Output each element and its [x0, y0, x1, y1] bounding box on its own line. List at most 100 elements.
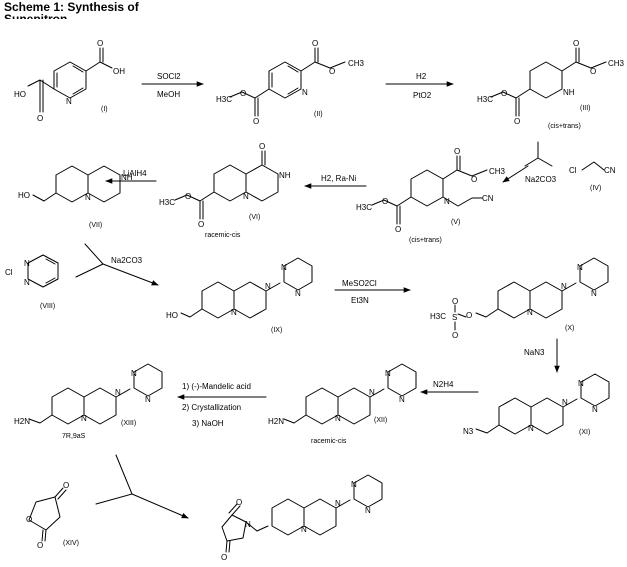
- atom-label: O: [253, 117, 259, 126]
- stereo-note: racemic-cis: [311, 438, 347, 445]
- atom-label: H2N: [14, 417, 30, 426]
- atom-label: N: [66, 97, 72, 106]
- reagent: 2) Crystallization: [182, 403, 241, 412]
- atom-label: O: [240, 89, 246, 98]
- reagent: NaN3: [524, 348, 545, 357]
- compound-XI: N N N N N3 (XI): [463, 373, 610, 436]
- reagent: H2, Ra-Ni: [321, 174, 356, 183]
- reagent: Na2CO3: [111, 256, 143, 265]
- reaction-step-9: N2H4: [420, 380, 479, 395]
- atom-label: O: [590, 67, 596, 76]
- atom-label: N: [243, 192, 249, 201]
- atom-label: N: [85, 193, 91, 202]
- stereo-note: (cis+trans): [409, 237, 442, 244]
- atom-label: O: [97, 39, 103, 48]
- atom-label: O: [329, 67, 335, 76]
- scheme-title: Scheme 1: Synthesis of Sunepitron: [4, 1, 139, 19]
- atom-label: HO: [166, 311, 178, 320]
- atom-label: N: [578, 379, 584, 388]
- atom-label: CN: [604, 166, 616, 175]
- atom-label: N3: [463, 427, 474, 436]
- compound-I: HO OH O O N (I): [14, 39, 125, 123]
- reaction-step-1: SOCl2 MeOH: [141, 72, 204, 99]
- compound-label: (X): [565, 325, 574, 332]
- atom-label: O: [236, 498, 242, 507]
- atom-label: N: [369, 388, 375, 397]
- atom-label: N: [365, 506, 371, 515]
- reagent: LiAlH4: [123, 169, 147, 178]
- compound-X: N N N N H3C S O O O (X): [430, 257, 609, 340]
- compound-label: (VIII): [40, 303, 55, 310]
- atom-label: NH: [279, 171, 291, 180]
- atom-label: N: [24, 259, 30, 268]
- atom-label: O: [63, 481, 69, 490]
- compound-sunepitron: O O N N N N N: [221, 474, 383, 562]
- reaction-step-8: NaN3: [524, 338, 560, 373]
- atom-label: N: [281, 263, 287, 272]
- compound-III: O O CH3 NH H3C O O (III) (cis+trans): [477, 39, 625, 130]
- atom-label: H2N: [268, 417, 284, 426]
- atom-label: N: [81, 414, 87, 423]
- atom-label: H3C: [356, 203, 372, 212]
- atom-label: H3C: [430, 312, 446, 321]
- compound-label: (XIII): [121, 420, 136, 427]
- reaction-step-2: H2 PtO2: [385, 72, 454, 100]
- atom-label: N: [562, 398, 568, 407]
- atom-label: N: [385, 369, 391, 378]
- compound-IX: N N N N HO (IX): [166, 257, 313, 334]
- reagent: PtO2: [413, 91, 432, 100]
- atom-label: OH: [113, 67, 125, 76]
- atom-label: O: [198, 220, 204, 229]
- atom-label: O: [221, 553, 227, 562]
- atom-label: N: [527, 308, 533, 317]
- compound-XIII: N N N N H2N (XIII) 7R,9aS: [14, 363, 163, 440]
- atom-label: N: [351, 480, 357, 489]
- stereo-note: 7R,9aS: [62, 433, 86, 440]
- reaction-step-5: LiAlH4: [105, 169, 157, 184]
- reagent: 1) (-)-Mandelic acid: [182, 382, 251, 391]
- atom-label: N: [444, 197, 450, 206]
- compound-XIV: O O O (XIV): [26, 481, 79, 550]
- atom-label: HO: [14, 90, 26, 99]
- atom-label: H3C: [159, 198, 175, 207]
- compound-label: (VI): [249, 214, 260, 221]
- atom-label: S: [452, 313, 457, 322]
- atom-label: HO: [18, 191, 30, 200]
- atom-label: N: [528, 424, 534, 433]
- atom-label: O: [37, 541, 43, 550]
- atom-label: N: [145, 395, 151, 404]
- atom-label: CH3: [489, 167, 506, 176]
- compound-VII: NH N HO (VII): [18, 165, 133, 229]
- atom-label: N: [302, 88, 308, 97]
- atom-label: O: [454, 147, 460, 156]
- atom-label: O: [395, 225, 401, 234]
- atom-label: O: [514, 117, 520, 126]
- reaction-step-11: [95, 454, 189, 519]
- atom-label: N: [115, 388, 121, 397]
- atom-label: O: [452, 331, 458, 340]
- atom-label: NH: [563, 88, 575, 97]
- atom-label: O: [471, 175, 477, 184]
- compound-label: (XII): [374, 417, 387, 424]
- atom-label: N: [592, 405, 598, 414]
- compound-label: (VII): [89, 222, 102, 229]
- compound-label: (XI): [579, 429, 590, 436]
- atom-label: CN: [482, 194, 494, 203]
- atom-label: O: [382, 197, 388, 206]
- atom-label: H3C: [477, 95, 493, 104]
- reagent: N2H4: [433, 380, 454, 389]
- reaction-step-3: Cl CN (IV) Na2CO3: [502, 141, 616, 192]
- atom-label: Cl: [5, 268, 13, 277]
- atom-label: O: [37, 114, 43, 123]
- atom-label: N: [231, 308, 237, 317]
- compound-label: (I): [101, 106, 108, 113]
- atom-label: O: [466, 311, 472, 320]
- reaction-step-4: H2, Ra-Ni: [304, 174, 367, 189]
- stereo-note: racemic-cis: [205, 232, 241, 239]
- reagent: MeSO2Cl: [342, 279, 377, 288]
- atom-label: N: [335, 414, 341, 423]
- atom-label: N: [265, 282, 271, 291]
- atom-label: N: [295, 289, 301, 298]
- atom-label: N: [561, 282, 567, 291]
